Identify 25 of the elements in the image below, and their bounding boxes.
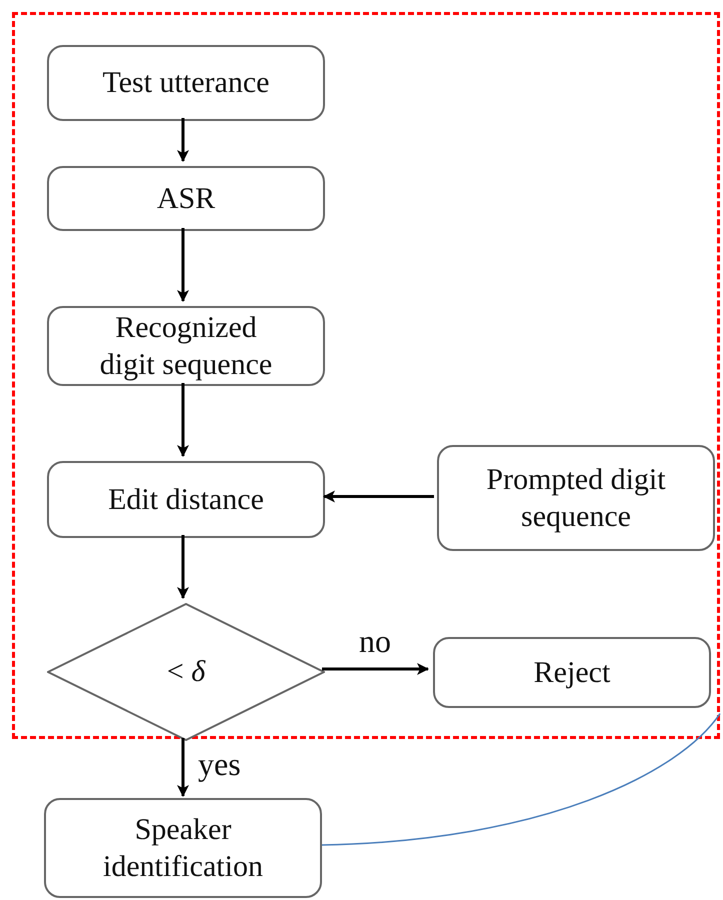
process-box [437,445,715,551]
process-box [47,166,325,231]
node-text: Edit distance [108,482,264,518]
arrow [177,535,189,599]
node-text: Test utterance [102,65,270,102]
node-text: Prompted digit sequence [485,462,667,535]
arrow [322,663,429,675]
process-box [47,306,325,386]
dashed-region [12,12,720,739]
decision-diamond [47,603,325,741]
node-text: Reject [534,654,610,691]
arrow [177,383,189,457]
node-text: Speaker identification [102,812,264,885]
arrow [177,738,189,797]
arrow [177,228,189,302]
node-text: ASR [156,180,216,217]
arrow [323,490,434,502]
node-text: < δ [166,654,206,690]
process-box [47,461,325,538]
arrow [177,118,189,162]
process-box [433,637,711,708]
process-box [44,798,322,898]
connector-curve [322,713,721,846]
process-box [47,45,325,121]
node-text: Recognized digit sequence [98,310,274,383]
